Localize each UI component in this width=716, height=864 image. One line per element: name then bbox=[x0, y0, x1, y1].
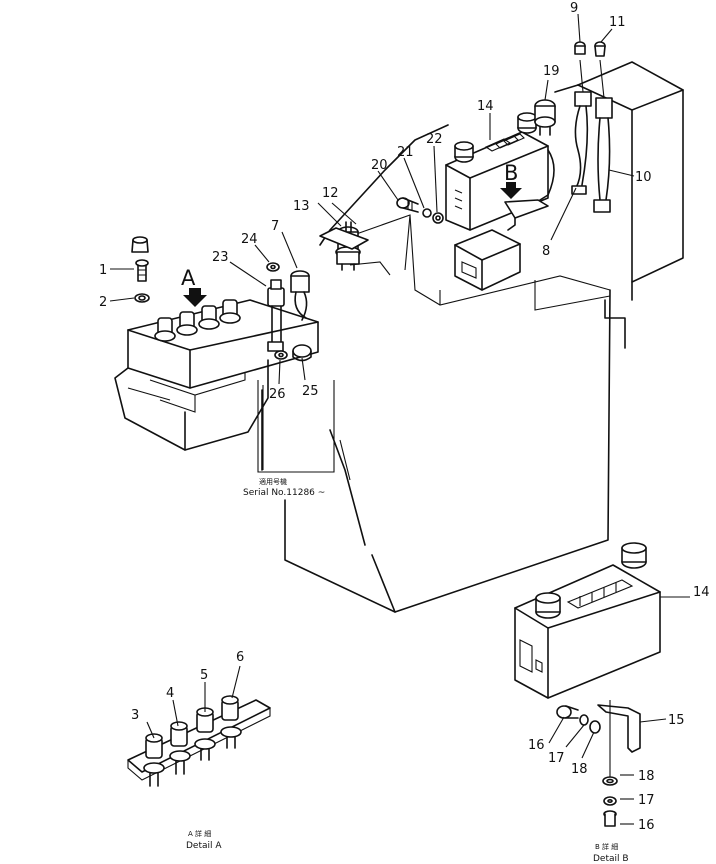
callout-3: 3 bbox=[131, 708, 139, 723]
callout-1: 1 bbox=[99, 263, 107, 278]
callout-16-lower: 16 bbox=[638, 818, 655, 833]
switch-panel bbox=[114, 299, 319, 451]
part-22-washer bbox=[432, 212, 444, 224]
view-marker-b: B bbox=[504, 161, 518, 185]
callout-18-lower: 18 bbox=[638, 769, 655, 784]
callout-23: 23 bbox=[212, 250, 229, 265]
callout-25: 25 bbox=[302, 384, 319, 399]
callout-17-lower: 17 bbox=[638, 793, 655, 808]
callout-2: 2 bbox=[99, 295, 107, 310]
callout-numbers: 1 2 3 4 5 6 7 8 9 10 11 12 13 14 14 15 1… bbox=[99, 1, 710, 833]
callout-15: 15 bbox=[668, 713, 685, 728]
detail-b-caption-en: Detail B bbox=[593, 854, 629, 864]
panel-13 bbox=[319, 227, 369, 250]
panel-switch-knobs bbox=[154, 299, 241, 342]
callout-4: 4 bbox=[166, 686, 174, 701]
view-arrow-b bbox=[500, 182, 522, 199]
part-21-washer bbox=[422, 208, 432, 218]
harness-8 bbox=[571, 59, 592, 195]
part-1-bolt bbox=[131, 236, 149, 282]
serial-note-en: Serial No.11286 ~ bbox=[243, 488, 325, 498]
view-arrow-a bbox=[183, 288, 207, 307]
callout-19: 19 bbox=[543, 64, 560, 79]
part-2-washer bbox=[134, 293, 150, 303]
callout-11: 11 bbox=[609, 15, 626, 30]
callout-9: 9 bbox=[570, 1, 578, 16]
callout-6: 6 bbox=[236, 650, 244, 665]
cover-box bbox=[454, 229, 521, 291]
part-11-fuse bbox=[594, 41, 606, 57]
callout-5: 5 bbox=[200, 668, 208, 683]
callout-20: 20 bbox=[371, 158, 388, 173]
callout-8: 8 bbox=[542, 244, 550, 259]
callout-21: 21 bbox=[397, 145, 414, 160]
callout-7: 7 bbox=[271, 219, 279, 234]
serial-note-jp: 適用号機 bbox=[259, 477, 287, 486]
part-9-fuse bbox=[574, 41, 586, 55]
callout-26: 26 bbox=[269, 387, 286, 402]
cab-body-outline bbox=[257, 61, 684, 613]
switch-23 bbox=[267, 279, 285, 352]
callout-16: 16 bbox=[528, 738, 545, 753]
part-26-cap bbox=[274, 350, 288, 360]
callout-17: 17 bbox=[548, 751, 565, 766]
battery-bracket bbox=[504, 199, 549, 231]
callout-14: 14 bbox=[477, 99, 494, 114]
callout-18: 18 bbox=[571, 762, 588, 777]
harness-10 bbox=[593, 59, 613, 213]
callout-22: 22 bbox=[426, 132, 443, 147]
part-20-bolt bbox=[396, 197, 419, 213]
part-24-nut bbox=[266, 262, 280, 272]
detail-b-caption-jp: B 詳 細 bbox=[595, 842, 618, 851]
callout-12: 12 bbox=[322, 186, 339, 201]
switch-7 bbox=[290, 270, 310, 321]
detail-a-caption-en: Detail A bbox=[186, 841, 222, 851]
callout-24: 24 bbox=[241, 232, 258, 247]
view-marker-a: A bbox=[181, 266, 196, 290]
detail-b-drawing bbox=[514, 542, 661, 827]
detail-a-caption-jp: A 詳 細 bbox=[188, 829, 211, 838]
leader-lines bbox=[109, 13, 690, 825]
callout-13: 13 bbox=[293, 199, 310, 214]
callout-14-detail-b: 14 bbox=[693, 585, 710, 600]
callout-10: 10 bbox=[635, 170, 652, 185]
part-19-connector bbox=[534, 99, 556, 136]
detail-a-drawing bbox=[127, 695, 271, 787]
